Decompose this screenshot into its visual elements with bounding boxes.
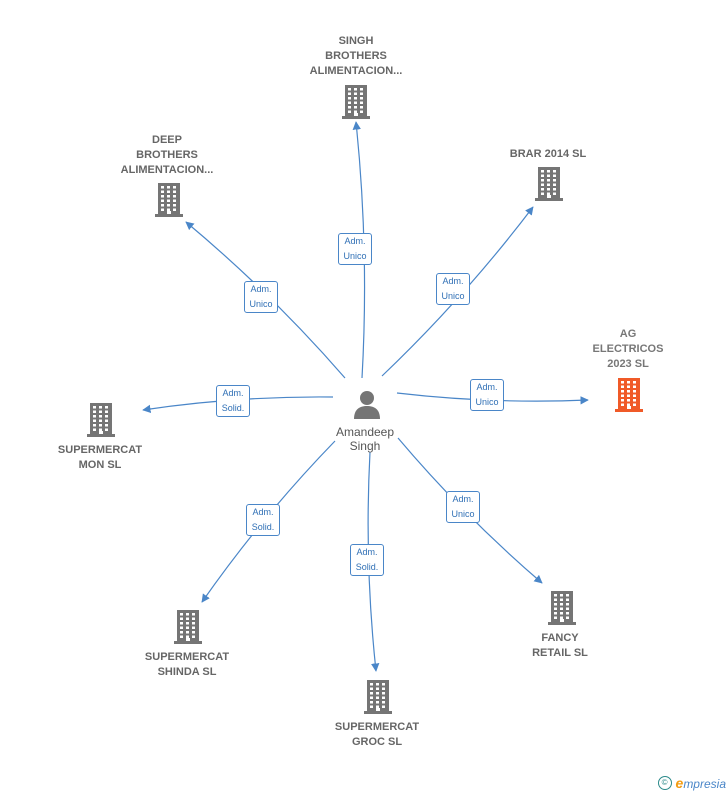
building-icon-deep[interactable] — [155, 183, 183, 217]
relation-badge-brar: Adm. Unico — [436, 273, 470, 305]
relation-badge-mon: Adm. Solid. — [216, 385, 250, 417]
company-label-deep[interactable]: DEEP BROTHERS ALIMENTACION... — [120, 134, 214, 176]
relation-badge-shinda: Adm. Solid. — [246, 504, 280, 536]
building-icon-shinda[interactable] — [174, 610, 202, 644]
company-label-brar[interactable]: BRAR 2014 SL — [509, 148, 587, 160]
relation-badge-deep: Adm. Unico — [244, 281, 278, 313]
copyright-icon: © — [657, 776, 672, 790]
company-label-mon[interactable]: SUPERMERCAT MON SL — [57, 444, 143, 471]
building-icon-groc[interactable] — [364, 680, 392, 714]
company-label-ag[interactable]: AG ELECTRICOS 2023 SL — [592, 328, 664, 370]
building-icon-ag[interactable] — [615, 378, 643, 412]
building-icon-brar[interactable] — [535, 167, 563, 201]
company-label-groc[interactable]: SUPERMERCAT GROC SL — [334, 721, 420, 748]
company-label-fancy[interactable]: FANCY RETAIL SL — [532, 632, 588, 659]
company-label-singh[interactable]: SINGH BROTHERS ALIMENTACION... — [309, 35, 403, 77]
relation-badge-ag: Adm. Unico — [470, 379, 504, 411]
icons-layer — [87, 85, 643, 714]
relation-badge-fancy: Adm. Unico — [446, 491, 480, 523]
building-icon-fancy[interactable] — [548, 591, 576, 625]
brand-name: mpresia — [683, 777, 726, 791]
company-label-shinda[interactable]: SUPERMERCAT SHINDA SL — [144, 651, 230, 678]
building-icon-singh[interactable] — [342, 85, 370, 119]
relation-badge-groc: Adm. Solid. — [350, 544, 384, 576]
relation-badge-singh: Adm. Unico — [338, 233, 372, 265]
person-icon[interactable] — [351, 388, 383, 425]
footer-brand: © empresia — [657, 775, 726, 791]
building-icon-mon[interactable] — [87, 403, 115, 437]
brand-logo-initial: e — [675, 775, 684, 791]
person-label[interactable]: Amandeep Singh — [335, 425, 395, 453]
